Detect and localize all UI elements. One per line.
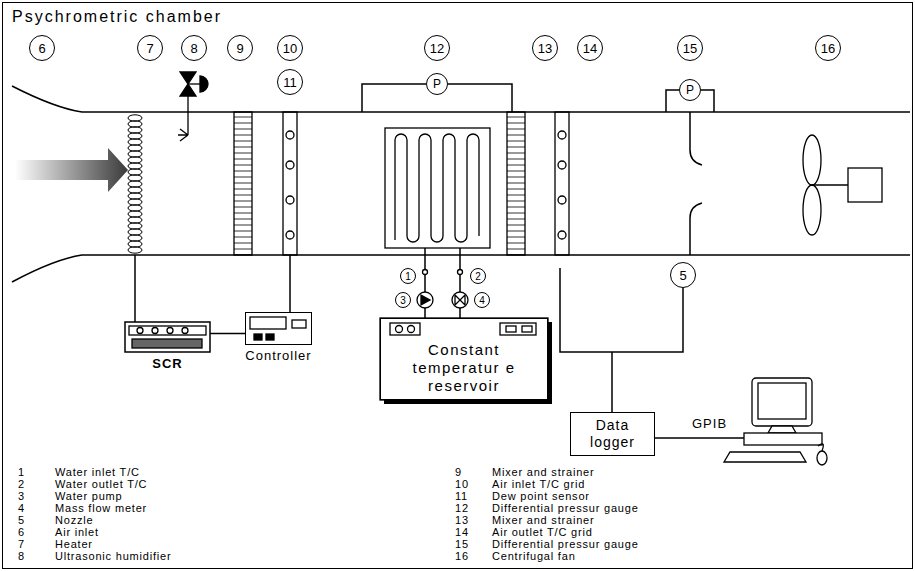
heater-coil xyxy=(128,241,142,247)
callout-number: 1 xyxy=(400,268,416,284)
thermocouple xyxy=(558,131,566,139)
thermocouple xyxy=(286,131,294,139)
legend-item: Mixer and strainer xyxy=(492,514,594,526)
callout-number: 12 xyxy=(424,35,450,61)
callout-number: 6 xyxy=(29,35,55,61)
signal-wire xyxy=(210,333,245,335)
heater-coil xyxy=(128,139,142,145)
legend-number: 3 xyxy=(18,490,25,502)
heater-coil xyxy=(128,223,142,229)
coil-tubes xyxy=(395,134,479,242)
legend-number: 13 xyxy=(455,514,469,526)
node-label: Data logger xyxy=(579,417,646,451)
heater-coil xyxy=(128,133,142,139)
heater-coil xyxy=(128,175,142,181)
thermocouple xyxy=(558,161,566,169)
callout-number: 13 xyxy=(532,35,558,61)
legend-item: Dew point sensor xyxy=(492,490,590,502)
legend-number: 7 xyxy=(18,538,25,550)
heater-coil xyxy=(128,199,142,205)
callout-number: 3 xyxy=(395,292,411,308)
heater-coil xyxy=(128,157,142,163)
legend-item: Differential pressur gauge xyxy=(492,538,639,550)
callout-number: 11 xyxy=(277,69,303,95)
callout-number: 4 xyxy=(474,292,490,308)
legend-number: 8 xyxy=(18,550,25,562)
legend-item: Water pump xyxy=(55,490,123,502)
thermocouple xyxy=(558,196,566,204)
thermocouple xyxy=(286,161,294,169)
heater-coil xyxy=(128,193,142,199)
node-label: Constant temperatur e reservoir xyxy=(389,341,539,395)
legend-item: Heater xyxy=(55,538,93,550)
heater-coil xyxy=(128,127,142,133)
legend-item: Nozzle xyxy=(55,514,93,526)
heater-coil xyxy=(128,121,142,127)
heater-coil xyxy=(128,115,142,121)
node-label: SCR xyxy=(152,356,182,371)
legend-item: Air inlet T/C grid xyxy=(492,478,585,490)
legend-item: Centrifugal fan xyxy=(492,550,576,562)
heater-coil xyxy=(128,187,142,193)
gauge-symbol: P xyxy=(426,73,448,95)
thermocouple xyxy=(558,231,566,239)
legend-item: Air outlet T/C grid xyxy=(492,526,593,538)
heater-coil xyxy=(128,211,142,217)
legend-item: Mixer and strainer xyxy=(492,466,594,478)
gauge-symbol: P xyxy=(679,79,701,101)
heater-coil xyxy=(128,247,142,253)
legend-item: Mass flow meter xyxy=(55,502,147,514)
controller-box: Controller xyxy=(245,312,312,345)
callout-number: 15 xyxy=(677,35,703,61)
heater-coil xyxy=(128,229,142,235)
heater-coil xyxy=(128,217,142,223)
heater-coil xyxy=(128,205,142,211)
callout-number: 14 xyxy=(577,35,603,61)
callout-number: 10 xyxy=(277,35,303,61)
legend-number: 10 xyxy=(455,478,469,490)
callout-number: 9 xyxy=(227,35,253,61)
legend-number: 11 xyxy=(455,490,468,502)
legend-item: Water inlet T/C xyxy=(55,466,140,478)
legend-item: Ultrasonic humidifier xyxy=(55,550,171,562)
callout-number: 7 xyxy=(137,35,163,61)
callout-number: 16 xyxy=(815,35,841,61)
logger-box: Data logger xyxy=(570,412,655,456)
legend-number: 4 xyxy=(18,502,25,514)
thermocouple xyxy=(286,231,294,239)
heater-coil xyxy=(128,235,142,241)
callout-number: 8 xyxy=(181,35,207,61)
bus-label: GPIB xyxy=(692,416,727,431)
node-label: Controller xyxy=(245,348,311,363)
heater-coil xyxy=(128,163,142,169)
heater-coil xyxy=(128,181,142,187)
legend-number: 1 xyxy=(18,466,25,478)
callout-number: 5 xyxy=(670,262,696,288)
legend-item: Air inlet xyxy=(55,526,99,538)
reservoir-box: Constant temperatur e reservoir xyxy=(380,318,548,400)
legend-number: 2 xyxy=(18,478,25,490)
legend-number: 14 xyxy=(455,526,469,538)
legend-number: 6 xyxy=(18,526,25,538)
legend-number: 16 xyxy=(455,550,469,562)
heater-coil xyxy=(128,151,142,157)
diagram-title: Psychrometric chamber xyxy=(12,8,222,26)
legend-item: Differential pressur gauge xyxy=(492,502,639,514)
heater-coil xyxy=(128,145,142,151)
legend-number: 12 xyxy=(455,502,469,514)
legend-number: 5 xyxy=(18,514,25,526)
legend-number: 9 xyxy=(455,466,462,478)
thermocouple xyxy=(286,196,294,204)
heater-coil xyxy=(128,169,142,175)
scr-unit: SCR xyxy=(125,322,210,352)
legend-number: 15 xyxy=(455,538,469,550)
legend-item: Water outlet T/C xyxy=(55,478,147,490)
callout-number: 2 xyxy=(470,268,486,284)
